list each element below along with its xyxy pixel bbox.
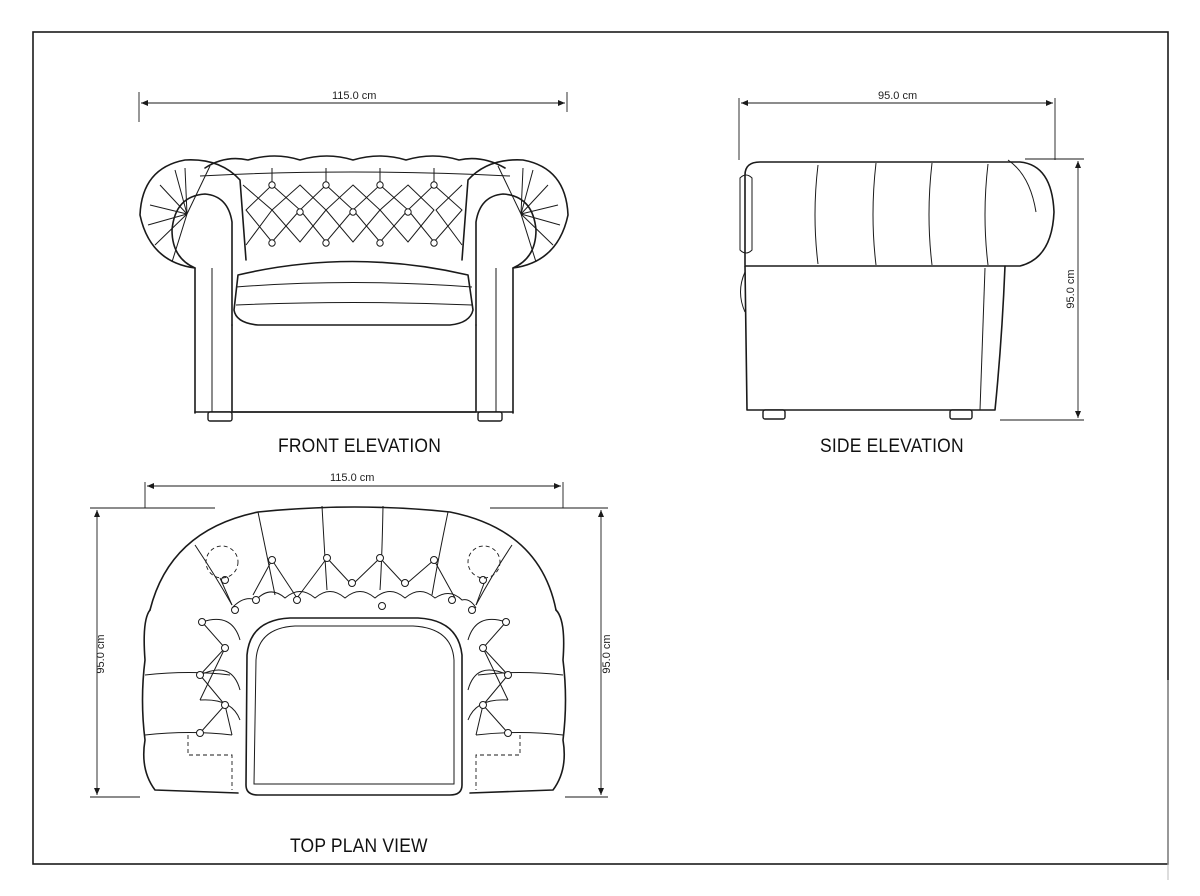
top-width-dimension: 115.0 cm [330, 472, 375, 484]
front-elevation-title: FRONT ELEVATION [278, 436, 442, 457]
front-width-dimension: 115.0 cm [332, 90, 377, 102]
top-plan-drawing [90, 482, 608, 798]
front-elevation-drawing [138, 92, 569, 422]
top-left-depth-dimension: 95.0 cm [95, 634, 107, 674]
sheet-border [32, 31, 1169, 865]
side-width-dimension: 95.0 cm [878, 90, 918, 102]
top-plan-title: TOP PLAN VIEW [290, 836, 428, 857]
side-elevation-title: SIDE ELEVATION [820, 436, 964, 457]
top-right-depth-dimension: 95.0 cm [601, 634, 613, 674]
side-height-dimension: 95.0 cm [1065, 269, 1077, 309]
side-elevation-drawing [738, 98, 1084, 421]
